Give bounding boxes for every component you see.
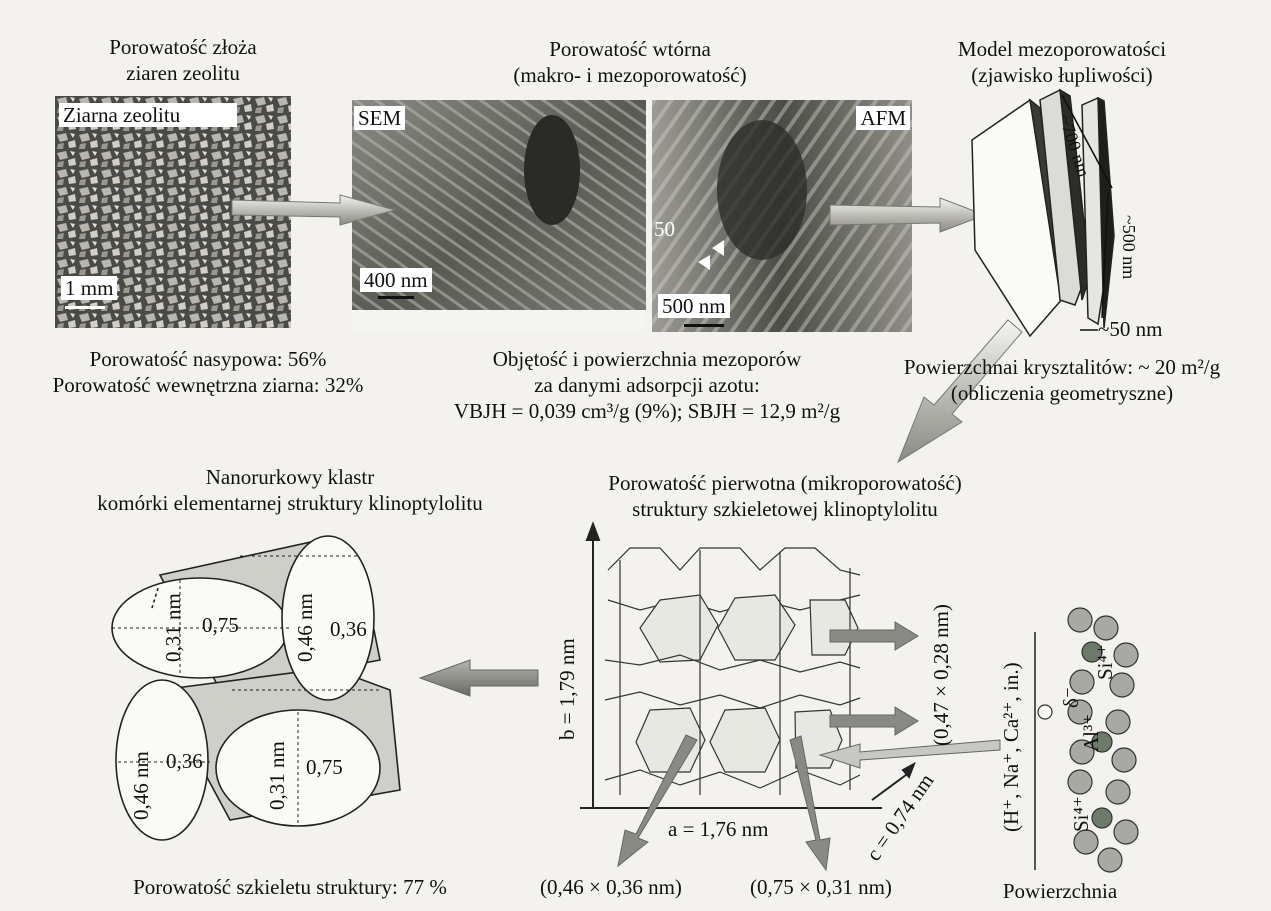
arrow-structure-to-cluster: [418, 659, 539, 697]
afm-scale-bar: [684, 324, 724, 327]
cluster-label-bl-small: 0,36: [166, 749, 203, 773]
nanotube-cluster-title-line1: Nanorurkowy klastr: [205, 465, 375, 489]
cluster-label-tr-big: 0,46 nm: [293, 593, 317, 662]
afm-label: AFM: [856, 106, 910, 130]
mesoporosity-model-title-line2: (zjawisko łupliwości): [971, 63, 1153, 87]
axis-a-label: a = 1,76 nm: [668, 817, 769, 841]
secondary-porosity-title-line2: (makro- i mezoporowatość): [513, 63, 747, 87]
cluster-label-bl-big: 0,46 nm: [129, 751, 153, 820]
pore-label-075x031: (0,75 × 0,31 nm): [750, 875, 892, 899]
primary-porosity-title: Porowatość pierwotna (mikroporowatość) s…: [560, 470, 1010, 522]
framework-lattice: [604, 547, 861, 795]
nanotube-cluster: [111, 535, 401, 841]
framework-axes: [580, 521, 916, 809]
nanotube-cluster-title: Nanorurkowy klastr komórki elementarnej …: [40, 464, 540, 516]
sem-scale-bar: [378, 296, 414, 299]
si-bottom-label: Si⁴⁺: [1069, 796, 1093, 832]
afm-small-scale-label: 50: [654, 217, 675, 241]
internal-porosity: Porowatość wewnętrzna ziarna: 32%: [52, 373, 364, 397]
al-label: Al³⁺: [1079, 713, 1103, 752]
zeolite-grains-image: Ziarna zeolitu 1 mm: [55, 96, 291, 328]
axis-c-label: c = 0,74 nm: [861, 769, 939, 866]
cations-label: (H⁺, Na⁺, Ca²⁺, in.): [999, 662, 1023, 832]
surface-label: Powierzchnia: [1002, 879, 1118, 903]
grains-scale-label: 1 mm: [61, 276, 118, 300]
afm-image: AFM 50 500 nm: [652, 100, 912, 332]
porosity-stats: Porowatość nasypowa: 56% Porowatość wewn…: [8, 346, 408, 398]
dimension-500nm: ~500 nm: [1119, 215, 1139, 280]
sem-scale-label: 400 nm: [360, 268, 432, 292]
crystallite-surface-value: Powierzchnai krysztalitów: ~ 20 m²/g: [903, 355, 1221, 379]
mesopore-values: VBJH = 0,039 cm³/g (9%); SBJH = 12,9 m²/…: [453, 399, 841, 423]
secondary-porosity-title-line1: Porowatość wtórna: [549, 37, 711, 61]
cluster-label-tr-small: 0,36: [330, 617, 367, 641]
afm-scale-label: 500 nm: [658, 294, 730, 318]
cluster-label-tl-big: 0,75: [202, 613, 239, 637]
mesoporosity-model-title-line1: Model mezoporowatości: [957, 37, 1167, 61]
primary-porosity-title-line1: Porowatość pierwotna (mikroporowatość): [608, 471, 962, 495]
skeleton-porosity: Porowatość szkieletu struktury: 77 %: [133, 875, 447, 899]
dimension-50nm: ~50 nm: [1098, 317, 1163, 341]
crystallite-surface: Powierzchnai krysztalitów: ~ 20 m²/g (ob…: [862, 354, 1262, 406]
grains-scale-bar: [65, 306, 105, 309]
mesoporosity-model-title: Model mezoporowatości (zjawisko łupliwoś…: [912, 36, 1212, 88]
pore-label-047x028: (0,47 × 0,28 nm): [929, 604, 953, 746]
secondary-porosity-title: Porowatość wtórna (makro- i mezoporowato…: [460, 36, 800, 88]
grain-bed-title-line1: Porowatość złoża: [109, 35, 257, 59]
cluster-label-br-big: 0,75: [306, 755, 343, 779]
grain-bed-title-line2: ziaren zeolitu: [126, 61, 240, 85]
sem-image: SEM 400 nm: [352, 100, 646, 332]
dimension-700nm: ~700 nm: [1055, 112, 1094, 180]
mesopore-title-line1: Objętość i powierzchnia mezoporów: [492, 347, 802, 371]
si-top-label: Si⁴⁺: [1093, 644, 1117, 680]
primary-porosity-title-line2: struktury szkieletowej klinoptylolitu: [632, 497, 938, 521]
cluster-label-tl-small: 0,31 nm: [161, 593, 185, 662]
mesopore-title-line2: za danymi adsorpcji azotu:: [534, 373, 760, 397]
bulk-porosity: Porowatość nasypowa: 56%: [89, 347, 327, 371]
grains-label: Ziarna zeolitu: [59, 103, 237, 127]
crystallite-surface-note: (obliczenia geometrysz­ne): [950, 381, 1174, 405]
nanotube-cluster-title-line2: komórki elementarnej struktury klinoptyl…: [97, 491, 483, 515]
grain-bed-title: Porowatość złoża ziaren zeolitu: [58, 34, 308, 86]
mesopore-stats: Objętość i powierzchnia mezoporów za dan…: [412, 346, 882, 424]
axis-b-label: b = 1,79 nm: [555, 638, 579, 740]
sem-label: SEM: [354, 106, 406, 130]
delta-minus-label: δ⁻: [1059, 687, 1083, 708]
cluster-label-br-small: 0,31 nm: [265, 741, 289, 810]
plates-model-drawing: [971, 88, 1115, 338]
pore-label-046x036: (0,46 × 0,36 nm): [540, 875, 682, 899]
